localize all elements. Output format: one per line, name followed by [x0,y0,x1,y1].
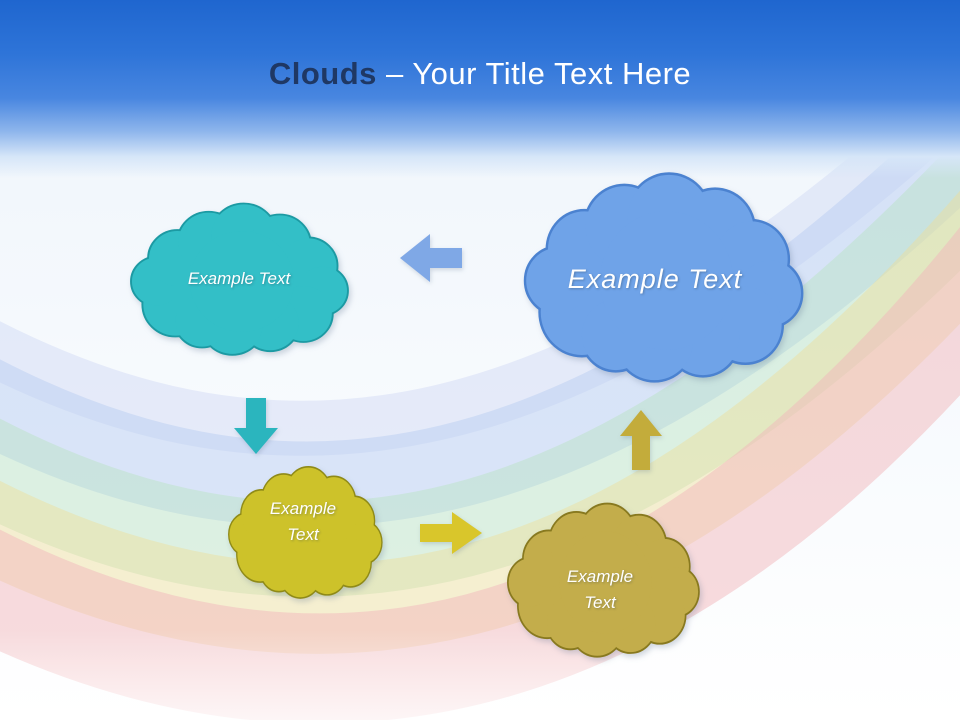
arrow-left-icon [400,234,462,282]
arrow-left-glyph [400,234,462,282]
title-keyword: Clouds [268,56,377,91]
swoosh-band-blue [0,90,960,527]
cloud-label-bottom-left: Example Text [269,499,337,544]
arrow-down-icon [234,398,278,454]
cloud-label-top-left: Example Text [187,269,291,288]
arrow-right-icon [420,512,482,554]
title-banner: Clouds – Your Title Text Here [0,0,960,178]
cloud-label-top-right: Example Text [567,264,743,294]
arrow-up-glyph [620,410,662,470]
arrow-down-glyph [234,398,278,454]
swoosh-band-lavender [0,59,960,456]
slide-title: Clouds – Your Title Text Here [0,56,960,92]
arrow-right-glyph [420,512,482,554]
cloud-label-bottom-center: Example Text [566,567,634,612]
title-subtitle: – Your Title Text Here [386,56,692,91]
arrow-up-icon [620,410,662,470]
